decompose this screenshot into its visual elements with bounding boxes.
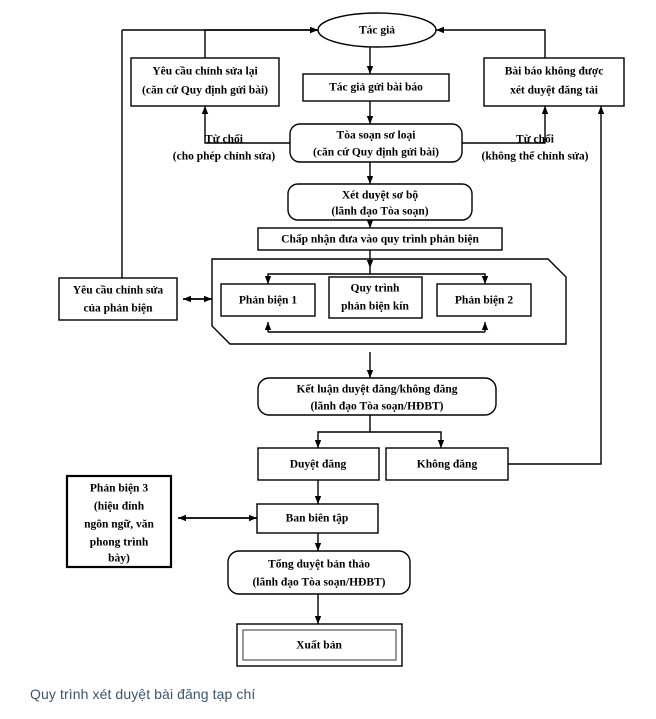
node-pb3-line5: bày) xyxy=(108,553,130,565)
tuchoi-right-line2: (không thể chỉnh sửa) xyxy=(482,150,589,163)
node-xuatban-label: Xuất bản xyxy=(296,639,342,652)
node-tdbt-line1: Tổng duyệt bản thảo xyxy=(268,558,370,571)
node-xet-duyet-so-bo[interactable]: Xét duyệt sơ bộ (lãnh đạo Tòa soạn) xyxy=(287,183,473,221)
edge-bus-to-pb1 xyxy=(264,268,371,284)
node-pb3-line2: (hiệu đính xyxy=(94,501,145,513)
node-bai-bao-khong-duoc[interactable]: Bài báo không được xét duyệt đăng tải xyxy=(483,57,625,107)
node-chap-nhan-dua-vao[interactable]: Chấp nhận đưa vào quy trình phản biện xyxy=(257,227,503,251)
node-pb3-line3: ngôn ngữ, văn xyxy=(84,519,154,531)
node-pb2-label: Phản biện 2 xyxy=(455,295,513,307)
edge-label-tu-choi-left: Từ chối (cho phép chỉnh sửa) xyxy=(173,133,276,163)
node-tac-gia-gui-bai-bao[interactable]: Tác giả gửi bài báo xyxy=(302,73,450,102)
node-toa-soan-so-loai[interactable]: Tòa soạn sơ loại (căn cứ Quy định gửi bà… xyxy=(289,123,463,163)
node-ycspb-line2: của phản biện xyxy=(83,303,153,315)
node-tong-duyet-ban-thao[interactable]: Tổng duyệt bản thảo (lãnh đạo Tòa soạn/H… xyxy=(227,550,411,595)
node-quy-trinh-phan-bien-kin[interactable]: Quy trình phản biện kín xyxy=(328,276,423,319)
tuchoi-right-line1: Từ chối xyxy=(516,133,555,146)
node-bbkd-line1: Bài báo không được xyxy=(505,66,604,78)
edge-ketluan-to-duyetdang xyxy=(314,415,371,448)
review-process-container xyxy=(211,258,567,345)
journal-review-flowchart: Tác giả Yêu cầu chỉnh sửa lại (căn cứ Qu… xyxy=(58,12,625,667)
node-khongdang-label: Không đăng xyxy=(417,459,478,471)
edge-tuchoi-left xyxy=(201,106,290,144)
node-pb1-label: Phản biện 1 xyxy=(239,295,297,307)
node-pb3-line4: phong trình xyxy=(90,537,149,549)
tuchoi-left-line1: Từ chối xyxy=(205,133,244,146)
node-tdbt-line2: (lãnh đạo Tòa soạn/HĐBT) xyxy=(252,577,385,589)
node-bbkd-line2: xét duyệt đăng tải xyxy=(510,85,599,97)
node-duyet-dang[interactable]: Duyệt đăng xyxy=(257,447,380,481)
node-ban-bien-tap[interactable]: Ban biên tập xyxy=(256,503,379,534)
node-yeu-cau-chinh-sua-phan-bien[interactable]: Yêu cầu chỉnh sửa của phản biện xyxy=(58,277,178,321)
node-pb3-line1: Phản biện 3 xyxy=(90,483,148,495)
node-ycsl-line1: Yêu cầu chỉnh sửa lại xyxy=(152,65,258,78)
node-xdsb-line2: (lãnh đạo Tòa soạn) xyxy=(331,206,428,218)
node-phan-bien-1[interactable]: Phản biện 1 xyxy=(220,283,316,317)
node-ycsl-line2: (căn cứ Quy định gửi bài) xyxy=(142,85,268,97)
edge-khongduoc-to-tacgia xyxy=(436,26,546,58)
edge-label-tu-choi-right: Từ chối (không thể chỉnh sửa) xyxy=(482,133,589,163)
node-qtpbk-line2: phản biện kín xyxy=(341,301,409,313)
node-ket-luan-duyet-dang[interactable]: Kết luận duyệt đăng/không đăng (lãnh đạo… xyxy=(257,377,497,416)
node-tssl-line1: Tòa soạn sơ loại xyxy=(337,130,417,142)
node-cndv-label: Chấp nhận đưa vào quy trình phản biện xyxy=(281,233,479,246)
node-kldd-line1: Kết luận duyệt đăng/không đăng xyxy=(296,383,457,396)
node-tssl-line2: (căn cứ Quy định gửi bài) xyxy=(313,147,439,159)
node-xuat-ban[interactable]: Xuất bản xyxy=(236,623,403,667)
node-ycspb-line1: Yêu cầu chỉnh sửa xyxy=(73,284,164,297)
node-xdsb-line1: Xét duyệt sơ bộ xyxy=(342,190,419,202)
node-yeu-cau-chinh-sua-lai[interactable]: Yêu cầu chỉnh sửa lại (căn cứ Quy định g… xyxy=(130,57,280,107)
connector-layer xyxy=(121,26,605,624)
node-tggbb-label: Tác giả gửi bài báo xyxy=(329,82,423,94)
edge-khongdang-to-khongduoc xyxy=(508,106,605,465)
node-phan-bien-2[interactable]: Phản biện 2 xyxy=(436,283,532,317)
edge-bus-to-pb2 xyxy=(370,273,489,284)
node-banbientap-label: Ban biên tập xyxy=(286,513,349,525)
edge-ketluan-to-khongdang xyxy=(370,431,445,448)
node-khong-dang[interactable]: Không đăng xyxy=(385,447,509,481)
flowchart-canvas: Tác giả Yêu cầu chỉnh sửa lại (căn cứ Qu… xyxy=(58,12,625,667)
node-duyetdang-label: Duyệt đăng xyxy=(290,459,347,471)
node-kldd-line2: (lãnh đạo Tòa soạn/HĐBT) xyxy=(310,401,443,413)
edge-tuchoi-right xyxy=(462,106,549,144)
node-tac-gia[interactable]: Tác giả xyxy=(317,12,437,48)
node-qtpbk-line1: Quy trình xyxy=(351,283,400,295)
tuchoi-left-line2: (cho phép chỉnh sửa) xyxy=(173,151,276,163)
node-phan-bien-3[interactable]: Phản biện 3 (hiệu đính ngôn ngữ, văn pho… xyxy=(65,474,173,569)
figure-caption: Quy trình xét duyệt bài đăng tạp chí xyxy=(30,686,256,702)
edge-chinhsualai-to-tacgia xyxy=(204,26,318,58)
node-tac-gia-label: Tác giả xyxy=(359,25,395,37)
